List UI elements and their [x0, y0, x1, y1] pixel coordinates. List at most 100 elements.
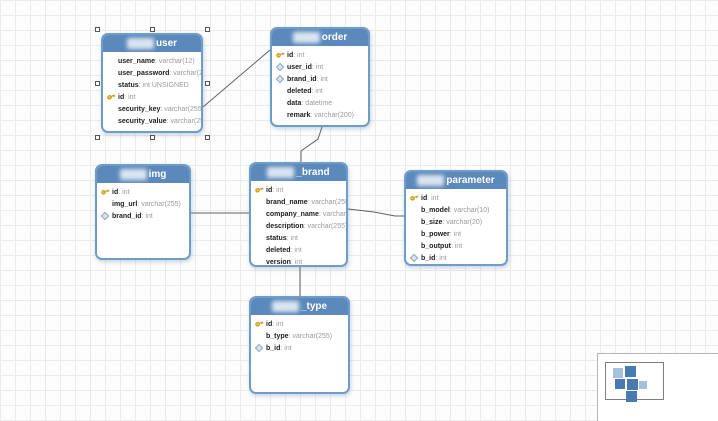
table-header[interactable]: img: [97, 166, 189, 183]
selection-resize-handle[interactable]: [205, 27, 210, 32]
field-name: b_id: [266, 345, 284, 352]
selection-resize-handle[interactable]: [205, 81, 210, 86]
field-name: description: [266, 223, 308, 230]
table-img[interactable]: imgidintimg_urlvarchar(255)brand_idint: [95, 164, 191, 260]
field-row[interactable]: deletedint: [251, 244, 346, 256]
field-type: varchar(255): [307, 222, 346, 230]
primary-key-icon: [107, 92, 118, 103]
field-row[interactable]: user_idint: [272, 61, 368, 73]
field-row[interactable]: user_namevarchar(12): [103, 55, 201, 67]
field-row[interactable]: idint: [103, 91, 201, 103]
field-row[interactable]: b_idint: [406, 252, 506, 264]
table-brand[interactable]: _brandidintbrand_namevarchar(255)company…: [249, 162, 348, 267]
primary-key-icon: [255, 185, 266, 196]
minimap-viewport[interactable]: [605, 362, 664, 402]
field-type: int: [122, 188, 130, 196]
field-name: id: [266, 321, 276, 328]
table-header[interactable]: _type: [251, 298, 348, 315]
field-row[interactable]: remarkvarchar(200): [272, 109, 368, 121]
redacted-prefix-smudge: [417, 175, 445, 186]
field-row[interactable]: brand_idint: [97, 210, 189, 222]
field-type: varchar(10): [453, 206, 490, 214]
table-title: _type: [300, 301, 328, 312]
field-name: security_value: [118, 118, 171, 125]
field-name: b_size: [421, 219, 446, 226]
table-header[interactable]: order: [272, 29, 368, 46]
primary-key-icon: [276, 50, 287, 61]
field-type: varchar(255): [164, 105, 201, 113]
selection-resize-handle[interactable]: [150, 27, 155, 32]
field-type: int UNSIGNED: [142, 81, 189, 89]
field-row[interactable]: statusint: [251, 232, 346, 244]
field-row[interactable]: security_valuevarchar(255): [103, 115, 201, 127]
field-row[interactable]: b_typevarchar(255): [251, 330, 348, 342]
field-type: int: [320, 75, 328, 83]
field-row[interactable]: deletedint: [272, 85, 368, 97]
field-row[interactable]: b_idint: [251, 342, 348, 354]
table-header[interactable]: _brand: [251, 164, 346, 181]
field-row[interactable]: b_sizevarchar(20): [406, 216, 506, 228]
field-name: id: [266, 187, 276, 194]
field-name: data: [287, 100, 305, 107]
table-header[interactable]: parameter: [406, 172, 506, 189]
field-type: varchar(255): [170, 117, 201, 125]
field-type: int: [145, 212, 153, 220]
table-user[interactable]: user user_namevarchar(12)user_passwordvar…: [101, 33, 203, 133]
field-row[interactable]: statusint UNSIGNED: [103, 79, 201, 91]
field-type: int: [276, 320, 284, 328]
minimap-table-square: [627, 379, 638, 390]
field-name: version: [266, 259, 295, 266]
field-row[interactable]: idint: [406, 192, 506, 204]
field-row[interactable]: descriptionvarchar(255): [251, 220, 346, 232]
primary-key-icon: [101, 187, 112, 198]
field-name: img_url: [112, 201, 141, 208]
relationship-line-order-brand[interactable]: [300, 126, 323, 162]
field-type: int: [294, 246, 302, 254]
field-name: b_power: [421, 231, 454, 238]
field-row[interactable]: user_passwordvarchar(25): [103, 67, 201, 79]
field-row[interactable]: b_outputint: [406, 240, 506, 252]
field-name: id: [118, 94, 128, 101]
field-row[interactable]: company_namevarchar(4): [251, 208, 346, 220]
field-type: int: [276, 186, 284, 194]
table-order[interactable]: orderidintuser_idintbrand_idintdeletedin…: [270, 27, 370, 127]
field-row[interactable]: idint: [251, 318, 348, 330]
selection-resize-handle[interactable]: [150, 135, 155, 140]
field-row[interactable]: datadatetime: [272, 97, 368, 109]
table-type[interactable]: _typeidintb_typevarchar(255)b_idint: [249, 296, 350, 394]
field-name: brand_id: [112, 213, 145, 220]
field-name: b_type: [266, 333, 292, 340]
selection-resize-handle[interactable]: [205, 135, 210, 140]
table-parameter[interactable]: parameteridintb_modelvarchar(10)b_sizeva…: [404, 170, 508, 266]
field-row[interactable]: b_powerint: [406, 228, 506, 240]
table-title: order: [321, 32, 348, 43]
field-row[interactable]: brand_namevarchar(255): [251, 196, 346, 208]
minimap-table-square: [615, 379, 625, 389]
selection-resize-handle[interactable]: [95, 27, 100, 32]
field-row[interactable]: b_modelvarchar(10): [406, 204, 506, 216]
field-type: int: [290, 234, 298, 242]
field-row[interactable]: idint: [251, 184, 346, 196]
redacted-prefix-smudge: [267, 167, 295, 178]
field-type: varchar(4): [322, 210, 346, 218]
selection-resize-handle[interactable]: [95, 81, 100, 86]
redacted-prefix-smudge: [271, 301, 299, 312]
table-title: parameter: [446, 175, 495, 186]
field-name: user_id: [287, 64, 316, 71]
field-type: int: [297, 51, 305, 59]
field-row[interactable]: brand_idint: [272, 73, 368, 85]
minimap-table-square: [613, 368, 623, 378]
table-title: img: [148, 169, 167, 180]
field-row[interactable]: idint: [97, 186, 189, 198]
field-row[interactable]: img_urlvarchar(255): [97, 198, 189, 210]
field-type: int: [454, 242, 463, 250]
table-header[interactable]: user: [103, 35, 201, 52]
relationship-line-user-order[interactable]: [202, 49, 271, 108]
field-row[interactable]: idint: [272, 49, 368, 61]
selection-resize-handle[interactable]: [95, 135, 100, 140]
field-row[interactable]: security_keyvarchar(255): [103, 103, 201, 115]
field-row[interactable]: versionint: [251, 256, 346, 266]
relationship-line-brand-parameter[interactable]: [347, 208, 404, 217]
